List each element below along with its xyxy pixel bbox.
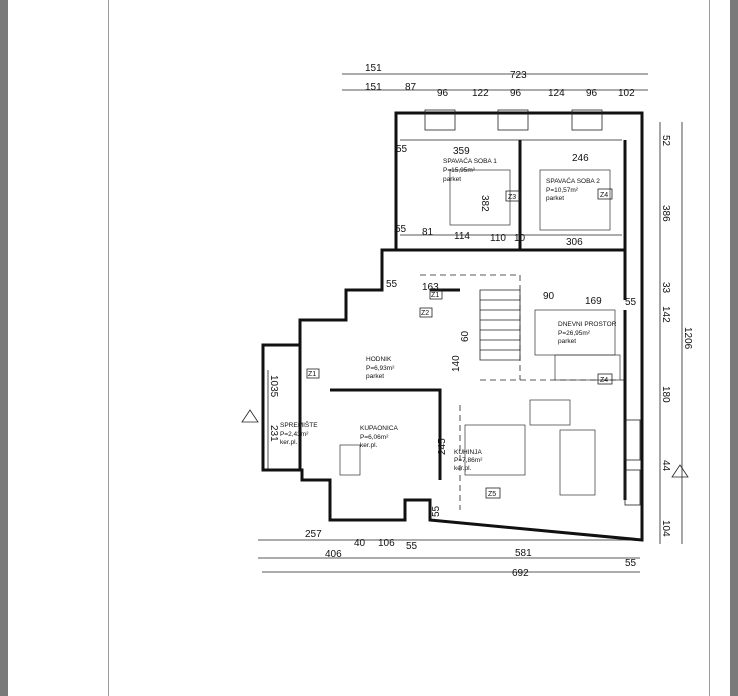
dim-right-104: 104	[660, 520, 671, 537]
dim-top2-96b: 96	[510, 88, 522, 99]
dim-int-10: 10	[514, 233, 526, 244]
tags: Z1 Z2 Z3 Z4 Z4 Z5 Z1	[306, 188, 613, 499]
dim-int-245: 245	[437, 438, 448, 455]
room-spavaca-soba-2: SPAVAĆA SOBA 2 P=10,57m² parket	[546, 176, 600, 202]
dim-bottom-55b: 55	[625, 558, 637, 569]
dim-bottom-257: 257	[305, 529, 322, 540]
svg-text:P=10,57m²: P=10,57m²	[546, 187, 579, 194]
room-spremiste: SPREMIŠTE P=2,43m² ker.pl.	[280, 420, 318, 446]
svg-text:SPAVAĆA SOBA 1: SPAVAĆA SOBA 1	[443, 156, 497, 165]
dim-int-55e: 55	[431, 505, 442, 517]
dim-right-33: 33	[660, 282, 671, 294]
dim-top2-87: 87	[405, 82, 417, 93]
dim-int-169: 169	[585, 296, 602, 307]
svg-text:parket: parket	[366, 373, 384, 380]
svg-text:HODNIK: HODNIK	[366, 356, 392, 363]
svg-text:Z4: Z4	[600, 192, 608, 199]
svg-text:SPAVAĆA SOBA 2: SPAVAĆA SOBA 2	[546, 176, 600, 185]
svg-text:KUPAONICA: KUPAONICA	[360, 425, 398, 432]
dim-bottom-581: 581	[515, 548, 532, 559]
dim-bottom-106: 106	[378, 538, 395, 549]
room-kuhinja: KUHINJA P=7,86m² ker.pl.	[454, 449, 483, 472]
dim-right-386: 386	[660, 205, 671, 222]
dim-int-55c: 55	[386, 279, 398, 290]
dim-int-60: 60	[460, 330, 471, 342]
svg-text:parket: parket	[558, 338, 576, 345]
dim-top2-102: 102	[618, 88, 635, 99]
dim-right-44: 44	[660, 460, 671, 472]
dim-right-142: 142	[660, 306, 671, 323]
dim-int-246: 246	[572, 153, 589, 164]
page-margin-left-line	[108, 0, 109, 696]
dimension-lines	[258, 73, 683, 573]
dim-left-1035: 1035	[268, 375, 279, 398]
svg-text:Z4: Z4	[600, 377, 608, 384]
dim-int-382: 382	[479, 195, 490, 212]
dim-right-1206: 1206	[682, 327, 693, 350]
dim-int-306: 306	[566, 237, 583, 248]
dim-int-110: 110	[490, 233, 506, 244]
dim-top2-96c: 96	[586, 88, 598, 99]
svg-text:parket: parket	[546, 195, 564, 202]
dim-int-90: 90	[543, 291, 555, 302]
svg-text:P=6,06m²: P=6,06m²	[360, 434, 389, 441]
svg-text:P=6,93m²: P=6,93m²	[366, 365, 395, 372]
dim-int-163: 163	[422, 282, 439, 293]
svg-text:Z5: Z5	[488, 491, 496, 498]
svg-text:DNEVNI PROSTOR: DNEVNI PROSTOR	[558, 321, 617, 328]
right-gray-border	[730, 0, 738, 696]
dim-top-151: 151	[365, 63, 382, 74]
dim-bottom-692: 692	[512, 568, 529, 579]
svg-text:P=7,86m²: P=7,86m²	[454, 457, 483, 464]
page-margin-right-line	[709, 0, 710, 696]
dim-top2-151: 151	[365, 82, 382, 93]
svg-text:Z1: Z1	[308, 371, 316, 378]
dim-int-55d: 55	[625, 297, 637, 308]
svg-text:ker.pl.: ker.pl.	[280, 439, 298, 446]
dim-int-55b: 55	[395, 224, 407, 235]
dim-int-114: 114	[454, 231, 470, 242]
dim-bottom-406: 406	[325, 549, 342, 560]
dim-right-52: 52	[660, 135, 671, 147]
svg-text:ker.pl.: ker.pl.	[454, 465, 472, 472]
dim-bottom-55: 55	[406, 541, 418, 552]
dim-bottom-40: 40	[354, 538, 366, 549]
svg-text:P=15,95m²: P=15,95m²	[443, 167, 476, 174]
dim-top2-124: 124	[548, 88, 565, 99]
room-hodnik: HODNIK P=6,93m² parket	[366, 356, 395, 380]
dim-top2-122: 122	[472, 88, 489, 99]
furniture	[339, 169, 621, 496]
svg-text:parket: parket	[443, 176, 461, 183]
svg-text:P=2,43m²: P=2,43m²	[280, 431, 309, 438]
dim-int-140: 140	[451, 355, 462, 372]
windows	[424, 109, 641, 506]
room-spavaca-soba-1: SPAVAĆA SOBA 1 P=15,95m² parket	[443, 156, 497, 183]
dim-top2-96a: 96	[437, 88, 449, 99]
room-kupaonica: KUPAONICA P=6,06m² ker.pl.	[360, 425, 398, 449]
dim-int-81: 81	[422, 227, 434, 238]
svg-text:SPREMIŠTE: SPREMIŠTE	[280, 420, 318, 429]
svg-text:Z3: Z3	[508, 194, 516, 201]
svg-text:ker.pl.: ker.pl.	[360, 442, 378, 449]
svg-text:P=26,95m²: P=26,95m²	[558, 330, 591, 337]
section-markers	[241, 409, 689, 478]
dim-top-723: 723	[510, 70, 527, 81]
dim-left-231: 231	[268, 425, 279, 442]
svg-text:Z1: Z1	[431, 292, 439, 299]
room-dnevni-prostor: DNEVNI PROSTOR P=26,95m² parket	[558, 321, 617, 345]
svg-text:KUHINJA: KUHINJA	[454, 449, 482, 456]
dim-int-359: 359	[453, 146, 470, 157]
dim-right-180: 180	[660, 386, 671, 403]
left-gray-border	[0, 0, 8, 696]
dim-int-55a: 55	[396, 144, 408, 155]
svg-text:Z2: Z2	[421, 310, 429, 317]
